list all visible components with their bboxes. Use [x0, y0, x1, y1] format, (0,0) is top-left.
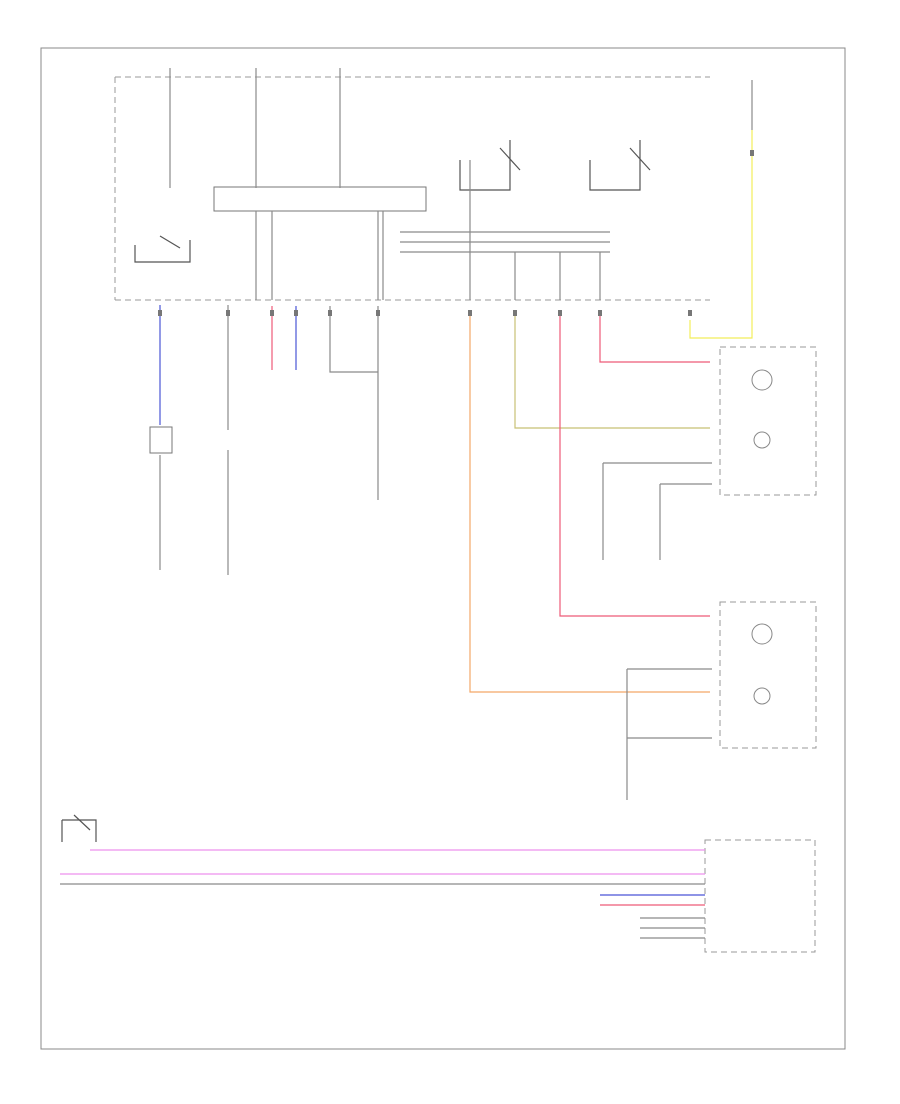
ipdm-bus-box	[213, 186, 427, 212]
front-fog-lamp-rh	[719, 346, 817, 496]
wire-orange	[469, 315, 710, 693]
combination-meter	[704, 839, 816, 953]
diagram-frame	[40, 47, 846, 1050]
fog-switch-connector	[149, 426, 173, 454]
wire-red-3	[599, 315, 710, 363]
wire-olive	[514, 315, 710, 429]
connector-markers	[158, 150, 754, 316]
wire-red-2	[559, 315, 710, 617]
front-fog-lamp-lh	[719, 601, 817, 749]
fog-lamp-switch	[61, 814, 97, 842]
wire-yellow	[689, 130, 753, 339]
ipdm-module	[114, 68, 710, 301]
